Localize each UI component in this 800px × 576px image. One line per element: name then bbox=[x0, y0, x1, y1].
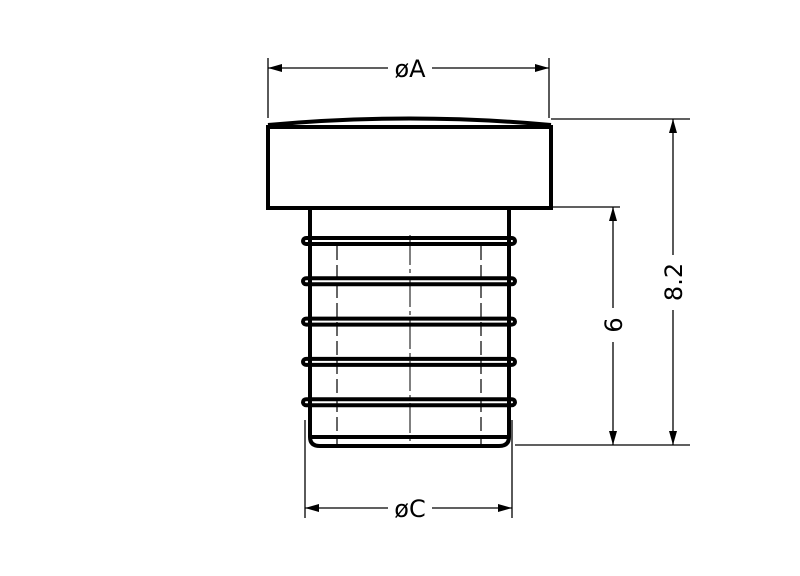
dimension-label-c: øC bbox=[394, 495, 425, 523]
rib bbox=[301, 316, 517, 327]
dimension-shank-diameter: øC bbox=[304, 420, 513, 523]
dimension-shank-length: 6 bbox=[515, 206, 690, 446]
rib bbox=[301, 276, 517, 287]
plug-head bbox=[266, 116, 553, 210]
dimension-head-diameter: øA bbox=[267, 55, 550, 118]
ribs bbox=[301, 236, 517, 408]
dimension-overall-length: 8.2 bbox=[551, 118, 690, 445]
rib bbox=[301, 397, 517, 408]
dimension-label-6: 6 bbox=[600, 317, 628, 332]
rib bbox=[301, 236, 517, 246]
rib bbox=[301, 356, 517, 367]
dimension-label-8-2: 8.2 bbox=[660, 263, 688, 301]
dimension-label-a: øA bbox=[394, 55, 426, 83]
